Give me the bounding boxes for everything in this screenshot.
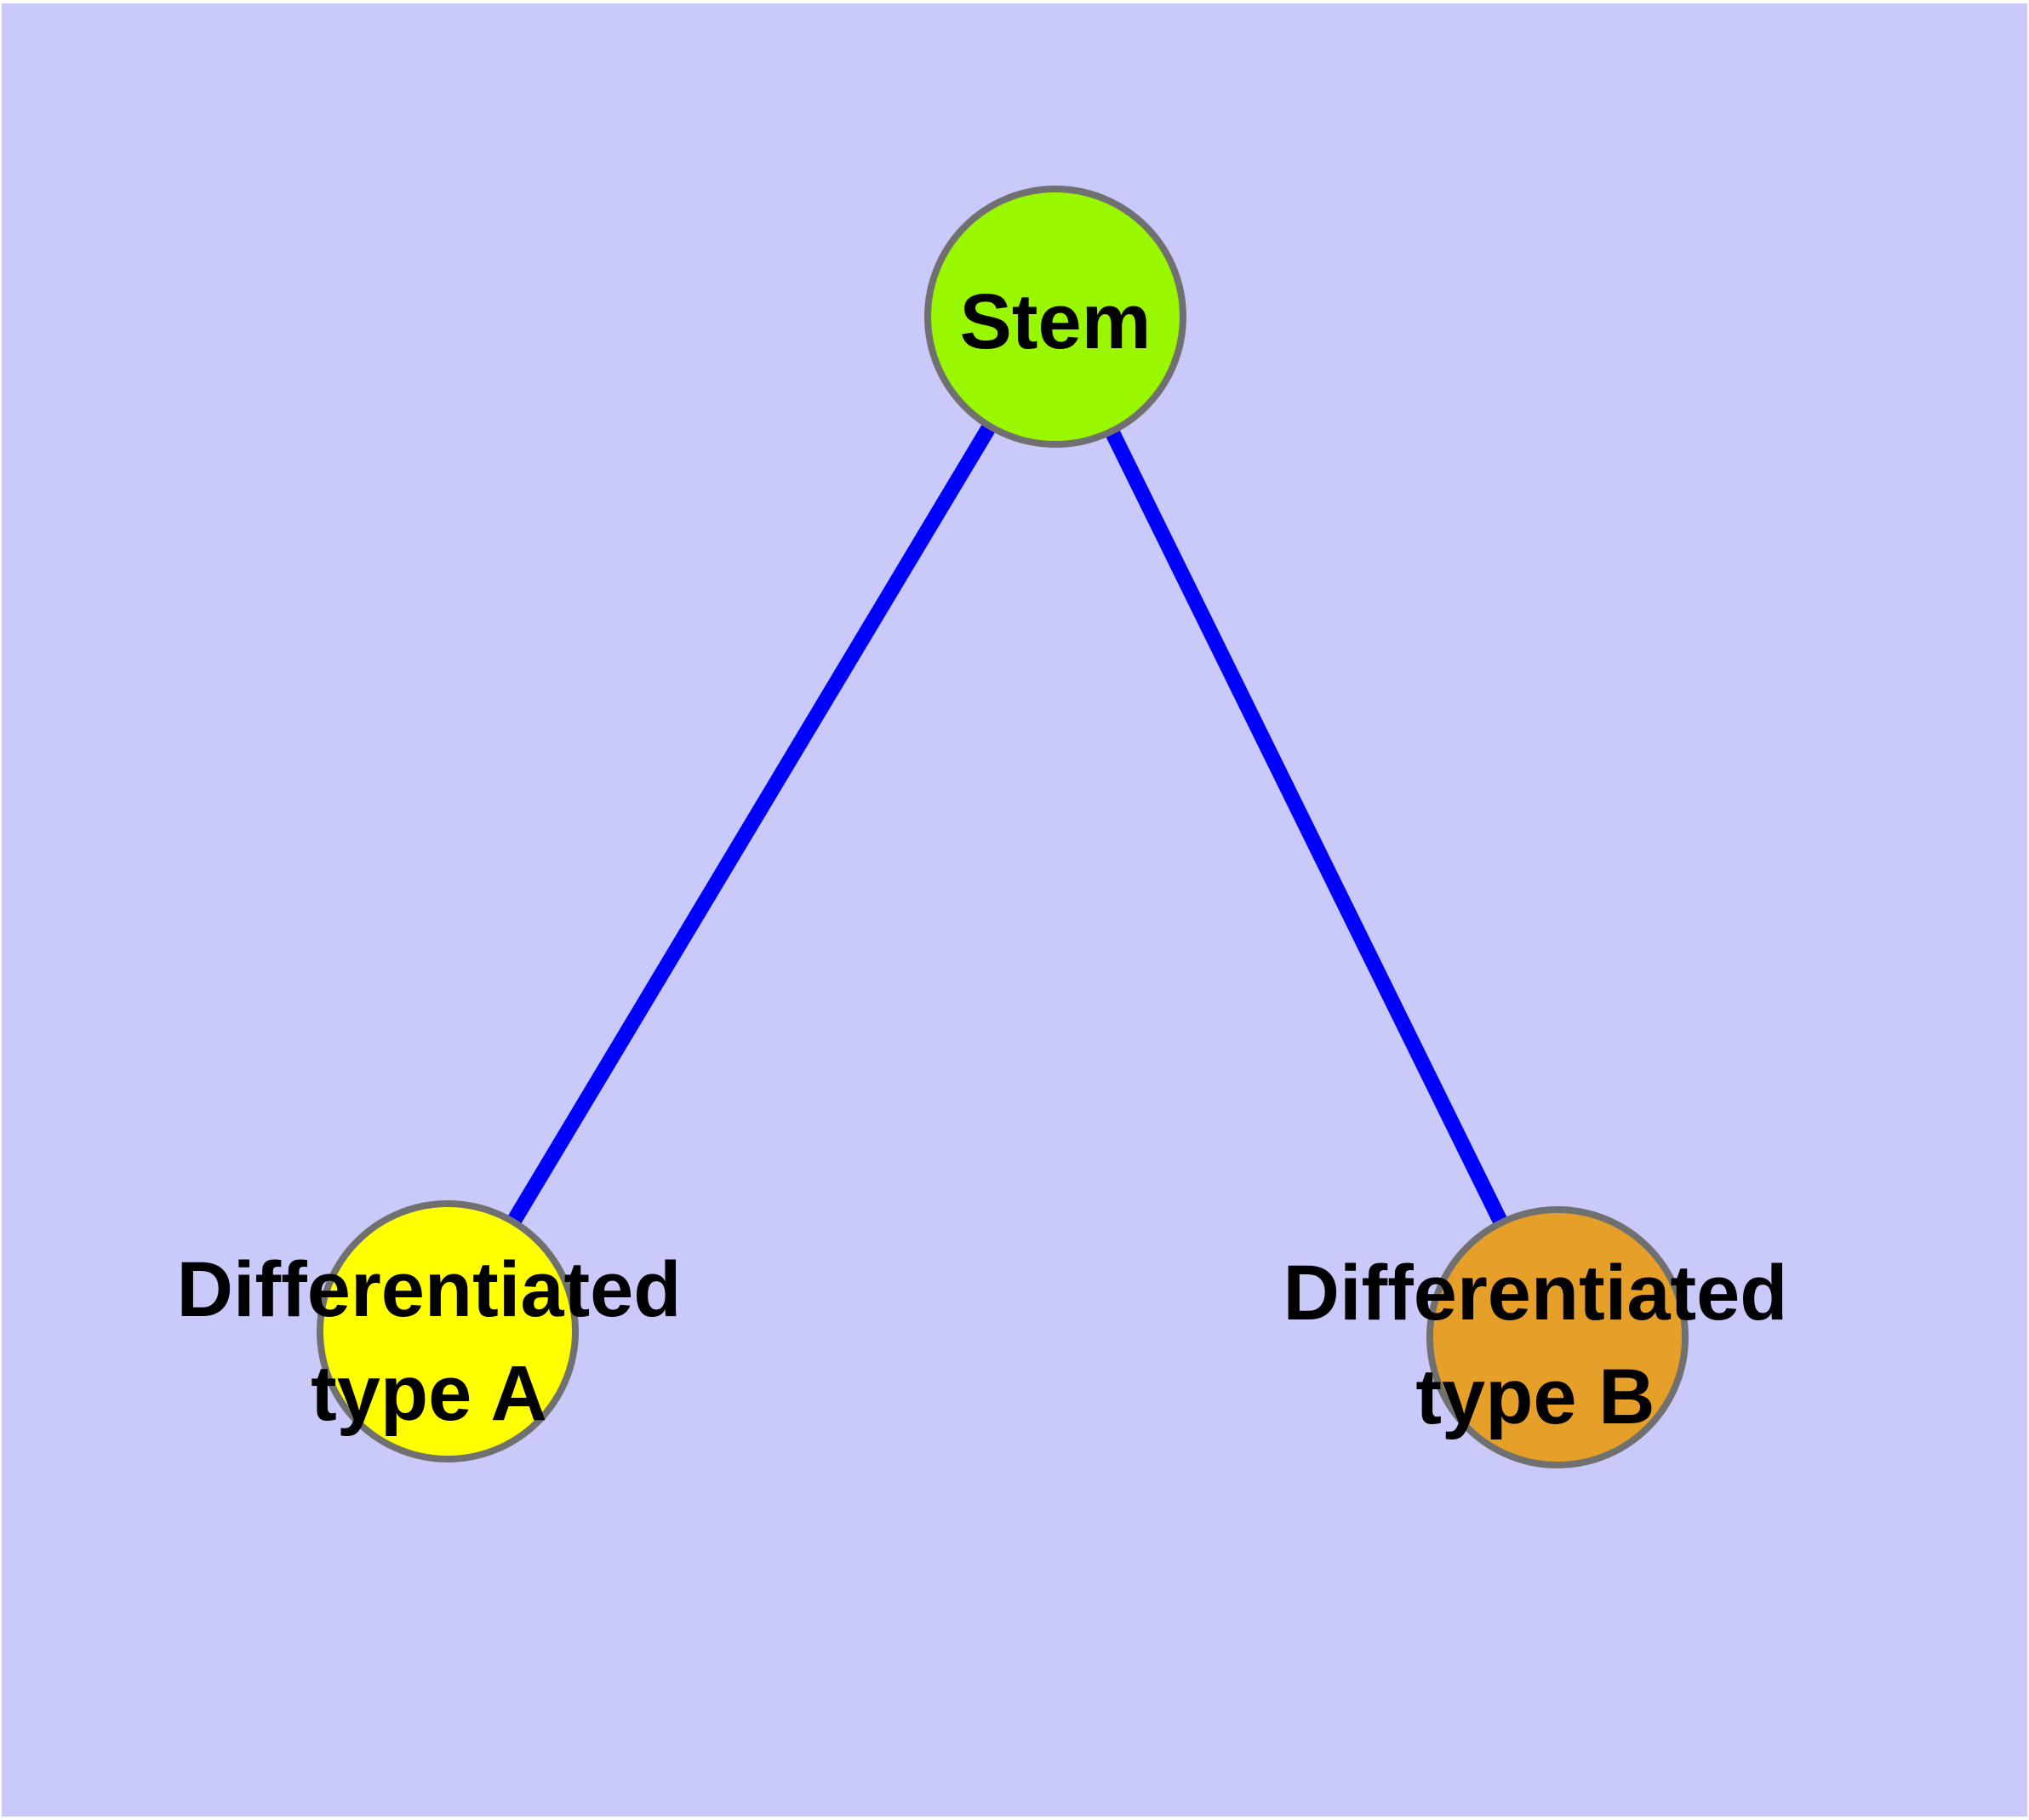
node-type-b-label-line1: Differentiated	[1283, 1250, 1788, 1336]
node-type-b-label-line2: type B	[1415, 1354, 1655, 1440]
node-type-a-label-line2: type A	[311, 1350, 547, 1437]
edge-stem-to-type-a	[441, 312, 1062, 1336]
node-differentiated-type-a[interactable]	[317, 1200, 579, 1462]
edge-stem-to-type-b	[1048, 313, 1565, 1341]
node-type-a-label-line1: Differentiated	[177, 1246, 682, 1333]
node-stem-label: Stem	[960, 278, 1152, 365]
node-stem[interactable]	[924, 186, 1186, 448]
node-differentiated-type-b[interactable]	[1426, 1206, 1689, 1468]
